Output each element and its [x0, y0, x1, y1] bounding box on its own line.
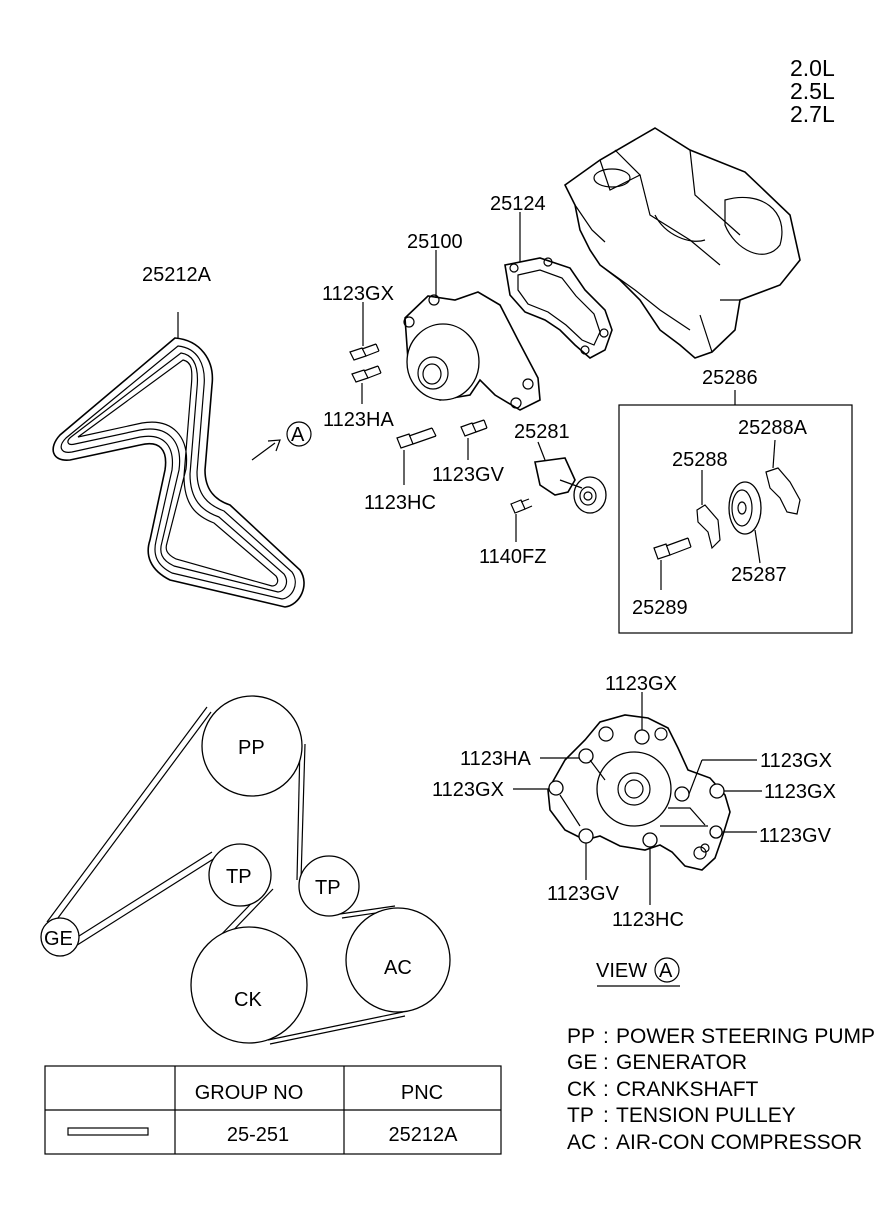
pulley-ac [345, 907, 451, 1013]
legend-text: POWER STEERING PUMP [616, 1025, 875, 1048]
pulley-label: 25287 [731, 564, 787, 586]
view-a-label-right-gv: 1123GV [759, 825, 832, 847]
bolt-gv-label: 1123GV [432, 464, 505, 486]
view-a-label-left-gx: 1123GX [432, 779, 504, 801]
pulley-ck [190, 926, 308, 1044]
legend-row: AC : AIR-CON COMPRESSOR [567, 1131, 862, 1154]
belt-routing-diagram: PP TP TP GE CK AC [40, 695, 451, 1045]
view-a-label-ha: 1123HA [460, 748, 531, 770]
kit-bolt-label: 25289 [632, 597, 688, 619]
drive-belt-drawing [52, 312, 305, 608]
engine-version-2: 2.5L [790, 78, 835, 104]
pulley-label-tp-1: TP [226, 866, 252, 888]
view-a-label-right-gx-upper: 1123GX [760, 750, 832, 772]
tensioner-kit-box [618, 390, 853, 634]
tensioner-label: 25281 [514, 421, 570, 443]
view-a-title: VIEW A [596, 957, 680, 987]
legend-code: GE [567, 1051, 597, 1074]
parts-table: GROUP NO PNC 25-251 25212A [44, 1065, 502, 1155]
bolt-fz-label: 1140FZ [479, 546, 546, 568]
view-a-title-marker: A [659, 960, 673, 982]
bracket-a-label: 25288A [738, 417, 808, 439]
view-a-title-text: VIEW [596, 960, 647, 982]
legend-sep: : [603, 1131, 609, 1154]
legend-row: TP : TENSION PULLEY [567, 1104, 796, 1127]
legend-sep: : [603, 1025, 609, 1048]
pulley-label-tp-2: TP [315, 877, 341, 899]
legend-sep: : [603, 1104, 609, 1127]
table-cell-group-no: 25-251 [227, 1124, 289, 1146]
view-a-label-right-gx: 1123GX [764, 781, 836, 803]
bolt-hc-drawing [396, 427, 437, 485]
legend-text: AIR-CON COMPRESSOR [616, 1131, 862, 1154]
pulley-label-ge: GE [44, 928, 73, 950]
pulley-tp-2 [298, 855, 360, 917]
pulley-label-ck: CK [234, 989, 262, 1011]
pulley-tp-1 [208, 843, 272, 907]
view-a-arrow: A [251, 421, 312, 461]
legend-text: CRANKSHAFT [616, 1078, 759, 1101]
gasket-drawing [504, 212, 613, 359]
legend-row: CK : CRANKSHAFT [567, 1078, 759, 1101]
water-pump-label: 25100 [407, 231, 463, 253]
belt-symbol-icon [67, 1127, 149, 1136]
abbreviation-legend: PP : POWER STEERING PUMP GE : GENERATOR … [567, 1025, 875, 1154]
view-a-label-bottom-gv: 1123GV [547, 883, 620, 905]
bolt-gv-drawing [460, 419, 488, 460]
bolt-gx-drawing [349, 302, 380, 361]
bolt-fz-drawing [510, 498, 533, 542]
bracket-label: 25288 [672, 449, 728, 471]
engine-version-1: 2.0L [790, 55, 835, 81]
legend-code: TP [567, 1104, 594, 1127]
belt-label: 25212A [142, 264, 212, 286]
tensioner-drawing [534, 441, 607, 514]
bolt-hc-label: 1123HC [364, 492, 436, 514]
legend-sep: : [603, 1051, 609, 1074]
water-pump-drawing [403, 250, 541, 411]
legend-row: PP : POWER STEERING PUMP [567, 1025, 875, 1048]
legend-sep: : [603, 1078, 609, 1101]
tensioner-kit-label: 25286 [702, 367, 758, 389]
legend-code: AC [567, 1131, 596, 1154]
table-header-pnc: PNC [401, 1082, 443, 1104]
view-marker-a: A [291, 424, 305, 446]
engine-versions: 2.0L 2.5L 2.7L [790, 55, 835, 127]
bolt-ha-drawing [351, 365, 382, 404]
pulley-pp [201, 695, 303, 797]
legend-text: GENERATOR [616, 1051, 747, 1074]
pulley-label-pp: PP [238, 737, 265, 759]
view-a-label-top-gx: 1123GX [605, 673, 677, 695]
view-a-label-bottom-hc: 1123HC [612, 909, 684, 931]
table-header-group-no: GROUP NO [195, 1082, 304, 1104]
bolt-ha-label: 1123HA [323, 409, 394, 431]
view-a-drawing [513, 692, 762, 905]
engine-block-drawing [563, 127, 801, 359]
legend-code: CK [567, 1078, 596, 1101]
legend-text: TENSION PULLEY [616, 1104, 796, 1127]
legend-row: GE : GENERATOR [567, 1051, 747, 1074]
engine-version-3: 2.7L [790, 101, 835, 127]
pulley-label-ac: AC [384, 957, 412, 979]
gasket-label: 25124 [490, 193, 546, 215]
bolt-gx-label: 1123GX [322, 283, 394, 305]
table-cell-pnc: 25212A [389, 1124, 459, 1146]
legend-code: PP [567, 1025, 595, 1048]
pulley-ge [40, 917, 80, 957]
